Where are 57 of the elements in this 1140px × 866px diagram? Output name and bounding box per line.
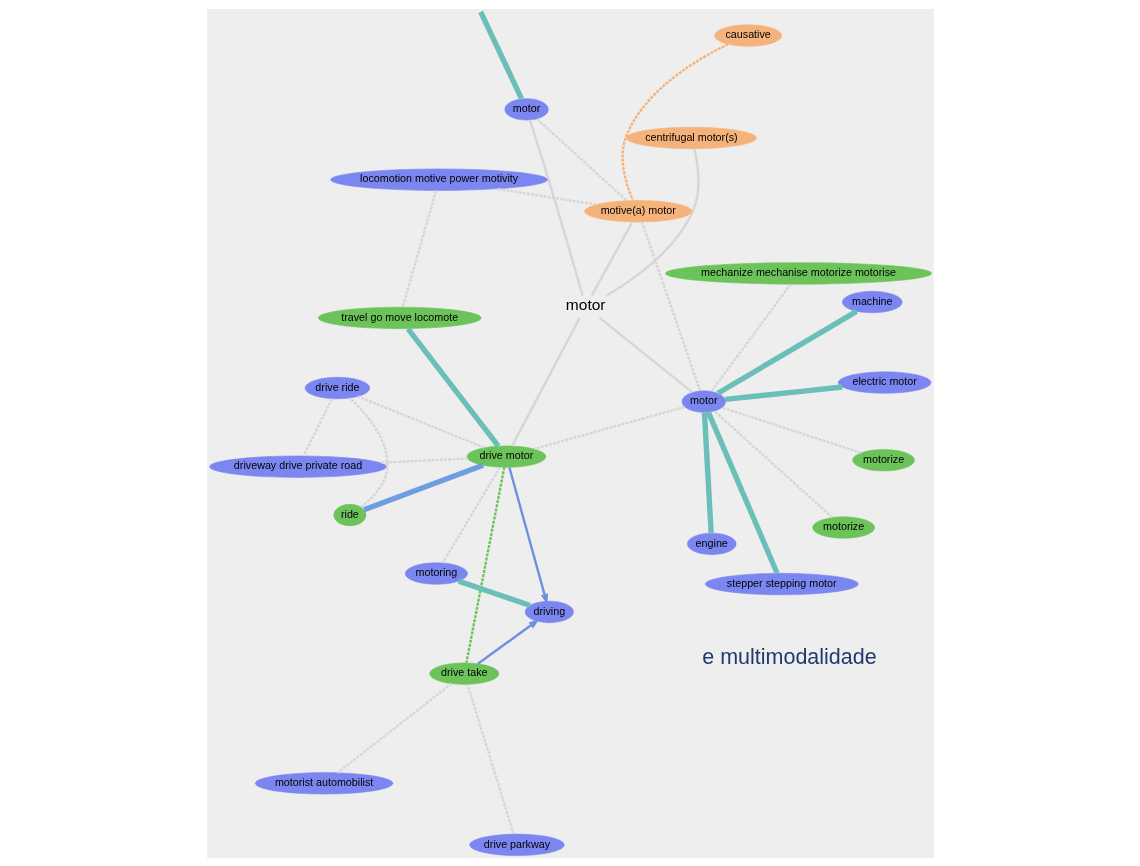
connector xyxy=(535,117,627,202)
connector xyxy=(709,283,791,392)
node-ellipse: travel go move locomote xyxy=(317,306,481,329)
node-ellipse: engine xyxy=(686,532,736,555)
node-ellipse: motive(a) motor xyxy=(583,199,692,222)
connector xyxy=(464,466,505,663)
node-ellipse: causative xyxy=(713,24,782,47)
node-ellipse: motorize xyxy=(811,516,875,539)
connector xyxy=(724,383,843,402)
node-ellipse: centrifugal motor(s) xyxy=(625,126,757,149)
arrow xyxy=(476,618,539,665)
connector xyxy=(348,396,389,508)
node-ellipse: motorist automobilist xyxy=(254,771,393,794)
connector xyxy=(301,397,333,456)
connector xyxy=(528,119,584,296)
node-ellipse: drive parkway xyxy=(468,833,565,856)
connector xyxy=(721,405,861,454)
node-ellipse: driveway drive private road xyxy=(208,455,387,478)
connector xyxy=(605,148,699,296)
label: e multimodalidade xyxy=(701,644,877,669)
node-ellipse: drive take xyxy=(428,662,499,685)
node-ellipse: machine xyxy=(841,290,902,313)
node-ellipse: drive ride xyxy=(304,376,370,399)
connector xyxy=(401,189,437,307)
connector xyxy=(336,682,452,774)
connector xyxy=(716,308,858,396)
connector xyxy=(598,316,693,393)
connector xyxy=(405,326,500,448)
node-ellipse: motoring xyxy=(404,562,468,585)
node-ellipse: locomotion motive power motivity xyxy=(329,168,548,191)
connector xyxy=(590,220,633,296)
node-ellipse: motor xyxy=(504,97,549,120)
connector xyxy=(701,411,714,533)
connector xyxy=(379,456,468,464)
node-ellipse: mechanize mechanise motorize motorise xyxy=(664,261,932,284)
connector xyxy=(357,394,485,449)
connector xyxy=(457,578,531,608)
connector xyxy=(362,462,484,512)
connector xyxy=(466,683,515,834)
connector xyxy=(496,187,596,206)
connector xyxy=(705,410,780,574)
node-ellipse: motorize xyxy=(851,448,915,471)
connector xyxy=(441,466,501,564)
node-text: motor xyxy=(565,295,606,313)
connector xyxy=(713,409,833,518)
node-ellipse: ride xyxy=(332,503,366,526)
node-ellipse: stepper stepping motor xyxy=(704,572,859,595)
node-ellipse: driving xyxy=(524,600,574,623)
node-ellipse: drive motor xyxy=(466,445,546,468)
node-ellipse: motor xyxy=(681,390,726,413)
node-ellipse: electric motor xyxy=(837,371,931,394)
connector xyxy=(640,221,701,391)
connector xyxy=(533,405,685,450)
connector xyxy=(620,42,728,201)
connector xyxy=(510,316,581,446)
connector xyxy=(477,10,524,100)
arrow xyxy=(507,466,548,605)
